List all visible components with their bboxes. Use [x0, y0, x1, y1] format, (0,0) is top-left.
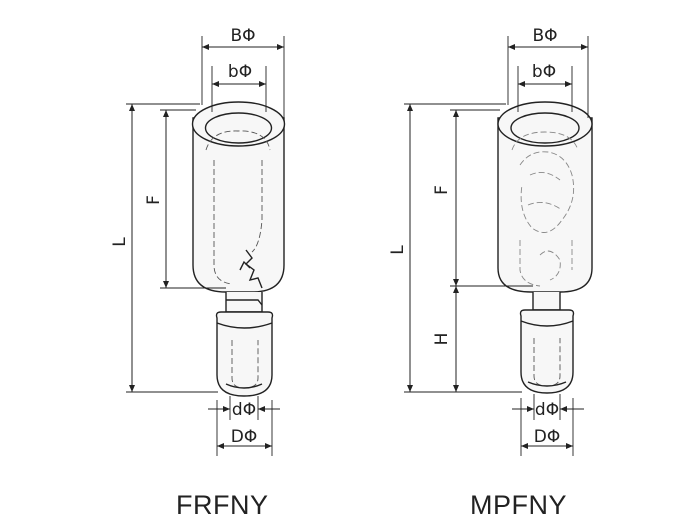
frfny-label-L: L — [110, 237, 130, 247]
frfny-label-d: dΦ — [232, 400, 256, 420]
frfny-model-caption: FRFNY — [176, 490, 269, 520]
frfny-label-B: BΦ — [230, 26, 255, 46]
mpfny-model-caption: MPFNY — [470, 490, 567, 520]
frfny-label-b: bΦ — [228, 62, 252, 82]
mpfny-label-B: BΦ — [532, 26, 557, 46]
mpfny-label-H: H — [432, 333, 452, 346]
frfny-terminal-drawing — [191, 101, 286, 397]
mpfny-label-b: bΦ — [532, 62, 556, 82]
frfny-label-D: DΦ — [231, 427, 257, 447]
frfny-label-F: F — [144, 195, 164, 205]
frfny-dimension-labels: BΦ bΦ L F dΦ DΦ — [110, 26, 257, 447]
mpfny-dimensions — [404, 36, 589, 456]
mpfny-terminal-drawing — [497, 101, 593, 394]
mpfny-label-L: L — [388, 245, 408, 255]
mpfny-label-D: DΦ — [534, 427, 560, 447]
mpfny-label-d: dΦ — [535, 400, 559, 420]
frfny-dimensions — [126, 36, 285, 456]
mpfny-label-F: F — [432, 185, 452, 195]
mpfny-dimension-labels: BΦ bΦ L F H dΦ DΦ — [388, 26, 560, 447]
